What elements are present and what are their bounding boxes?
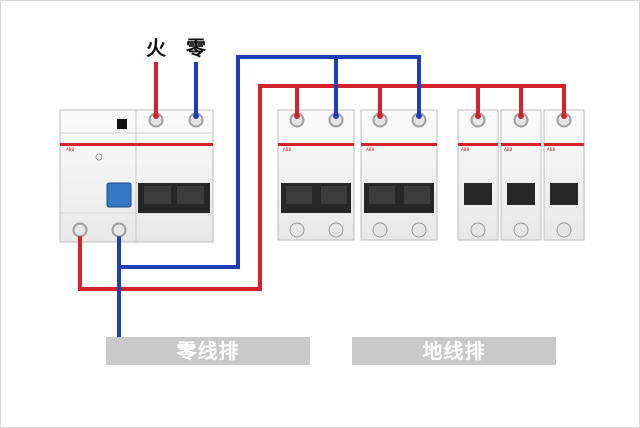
ground-bar-label: 地线排 xyxy=(352,337,556,365)
test-indicator xyxy=(117,119,127,129)
neutral-distribution-wire xyxy=(117,55,421,269)
single-pole-breaker-2: ABB xyxy=(500,109,542,241)
neutral-label: 零 xyxy=(186,36,206,60)
live-label: 火 xyxy=(146,36,166,60)
live-distribution-wire xyxy=(78,84,566,291)
double-pole-breaker-2: ABB xyxy=(360,109,438,241)
single-pole-breaker-3: ABB xyxy=(543,109,585,241)
svg-text:ABB: ABB xyxy=(547,147,555,152)
rcd-blue-handle xyxy=(106,182,132,208)
svg-text:ABB: ABB xyxy=(504,147,512,152)
single-pole-breaker-1: ABB xyxy=(457,109,499,241)
svg-text:ABB: ABB xyxy=(283,147,291,152)
test-button xyxy=(95,153,103,161)
brand-mark: ABB xyxy=(66,147,74,152)
svg-text:ABB: ABB xyxy=(366,147,374,152)
rcd-red-band xyxy=(60,143,213,146)
double-pole-breaker-1: ABB xyxy=(277,109,355,241)
main-rcd-breaker: ABB xyxy=(59,109,214,243)
neutral-bar-label: 零线排 xyxy=(106,337,310,365)
svg-text:ABB: ABB xyxy=(461,147,469,152)
